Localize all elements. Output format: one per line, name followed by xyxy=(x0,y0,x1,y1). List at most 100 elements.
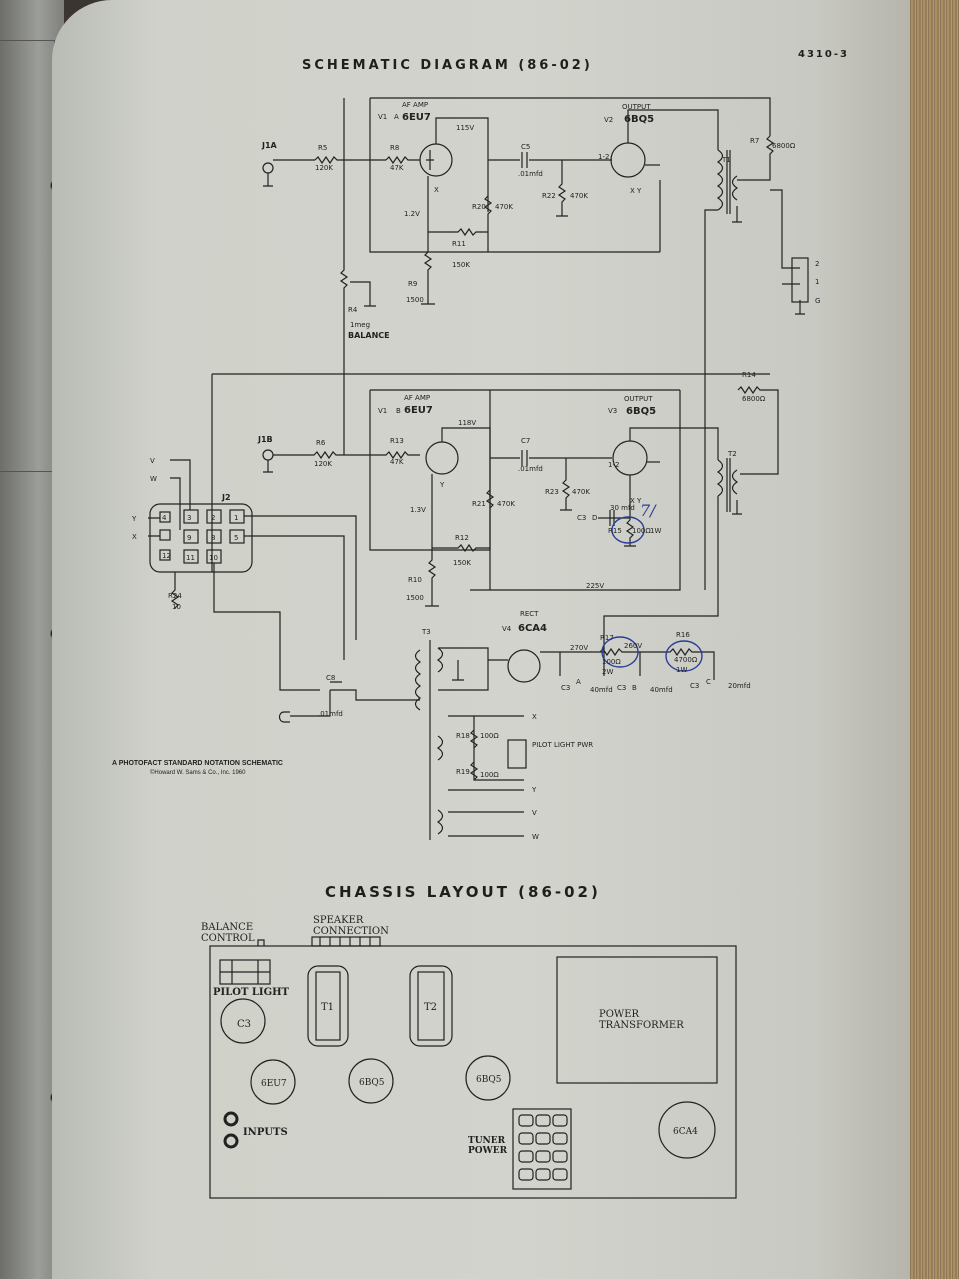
tube-6bq5-label-2: 6BQ5 xyxy=(476,1075,502,1085)
r7-value: 6800Ω xyxy=(772,142,796,150)
r15-rating: 1W xyxy=(650,527,661,535)
speaker-connection-block xyxy=(311,936,381,947)
r23-id: R23 xyxy=(545,488,559,496)
tube-6bq5-label-1: 6BQ5 xyxy=(359,1078,385,1088)
voltage-270v: 270V xyxy=(570,644,588,652)
r4-value: 1meg xyxy=(350,321,370,329)
r6-id: R6 xyxy=(316,439,326,447)
t1-chassis-label: T1 xyxy=(321,1002,334,1013)
j1b-jack xyxy=(262,449,274,461)
j1a-label: J1A xyxy=(261,141,278,150)
j2-pin-3: 3 xyxy=(187,514,191,522)
j2-pin-8: 8 xyxy=(211,534,215,542)
v3-role: OUTPUT xyxy=(624,395,653,403)
j2-v-label: V xyxy=(150,457,155,465)
c3a-value: 40mfd xyxy=(590,686,613,694)
r11-id: R11 xyxy=(452,240,466,248)
c3b-value: 40mfd xyxy=(650,686,673,694)
r24-id: R24 xyxy=(168,592,182,600)
r15-id: R15 xyxy=(608,527,622,535)
v3-pin-1-2: 1-2 xyxy=(608,461,619,469)
speaker-terminal-1: 1 xyxy=(815,278,819,286)
r18-r19-resistors xyxy=(469,729,479,781)
j2-pin-4: 4 xyxy=(162,514,167,522)
c3a-suffix: A xyxy=(576,678,581,686)
c3-label: C3 xyxy=(237,1019,251,1030)
r19-id: R19 xyxy=(456,768,470,776)
tube-socket-6ca4 xyxy=(658,1101,716,1159)
v4-role: RECT xyxy=(520,610,539,618)
r16-value: 4700Ω xyxy=(674,656,698,664)
r21-resistor xyxy=(485,489,495,509)
voltage-1-3v: 1.3V xyxy=(410,506,426,514)
r23-resistor xyxy=(560,458,572,511)
r15-resistor xyxy=(624,519,636,547)
tube-socket-6bq5-2 xyxy=(465,1055,511,1101)
ink-circle-r16 xyxy=(665,640,703,672)
balance-control-shaft xyxy=(257,939,265,946)
r10-value: 1500 xyxy=(406,594,424,602)
t1-label: T1 xyxy=(721,156,731,164)
notation-caption: A PHOTOFACT STANDARD NOTATION SCHEMATIC xyxy=(112,760,283,767)
v3-id: V3 xyxy=(608,407,617,415)
ps-y-label: Y xyxy=(531,786,537,794)
ps-v-label: V xyxy=(532,809,537,817)
r6-r13-resistors xyxy=(273,450,420,460)
v1a-type: 6EU7 xyxy=(402,112,431,123)
schematic-title: SCHEMATIC DIAGRAM (86-02) xyxy=(302,58,593,73)
v4-type: 6CA4 xyxy=(518,623,547,634)
v1b-role: AF AMP xyxy=(404,394,430,402)
power-transformer-outline xyxy=(556,956,718,1084)
power-transformer-label: POWER TRANSFORMER xyxy=(599,1009,684,1031)
j2-label: J2 xyxy=(221,493,231,502)
r5-resistor xyxy=(314,155,386,165)
r19-value: 100Ω xyxy=(480,771,499,779)
chassis-outline xyxy=(209,945,737,1199)
voltage-225v: 225V xyxy=(586,582,604,590)
r12-resistor xyxy=(432,543,490,553)
c3c-value: 20mfd xyxy=(728,682,751,690)
c5-id: C5 xyxy=(521,143,530,151)
r21-value: 470K xyxy=(497,500,515,508)
c7-value: .01mfd xyxy=(518,465,543,473)
r16-rating: 1W xyxy=(676,666,687,674)
ink-circle-r15 xyxy=(611,516,645,544)
c3b-id: C3 xyxy=(617,684,626,692)
r7-id: R7 xyxy=(750,137,759,145)
j1b-label: J1B xyxy=(257,435,273,444)
r9-id: R9 xyxy=(408,280,417,288)
r8-value: 47K xyxy=(390,164,404,172)
v4-rectifier-tube xyxy=(507,649,541,683)
book-page-edges xyxy=(910,0,959,1279)
power-supply xyxy=(278,640,715,840)
c5-value: .01mfd xyxy=(518,170,543,178)
j2-pin-11: 11 xyxy=(186,554,195,562)
v4-id: V4 xyxy=(502,625,512,633)
balance-label: BALANCE xyxy=(348,331,390,340)
r14-value: 6800Ω xyxy=(742,395,766,403)
c3d-id: C3 xyxy=(577,514,586,522)
j2-pin-12: 12 xyxy=(162,552,171,560)
tuner-power-label: TUNER POWER xyxy=(468,1136,508,1156)
r9-resistor xyxy=(421,176,435,305)
c5-capacitor xyxy=(488,152,612,168)
j2-pin-1: 1 xyxy=(234,514,238,522)
handwritten-note: 7/ xyxy=(640,501,657,520)
r23-value: 470K xyxy=(572,488,590,496)
c8-value: .01mfd xyxy=(318,710,343,718)
r15-value: 100Ω xyxy=(632,527,651,535)
v2-tube xyxy=(610,142,646,178)
r18-id: R18 xyxy=(456,732,470,740)
r20-id: R20 xyxy=(472,203,486,211)
c3d-suffix: D xyxy=(592,514,597,522)
j2-pin-5: 5 xyxy=(234,534,238,542)
v2-id: V2 xyxy=(604,116,613,124)
r5-id: R5 xyxy=(318,144,327,152)
input-jack-1 xyxy=(223,1111,239,1127)
line-cord-plug xyxy=(278,711,290,723)
chassis-title: CHASSIS LAYOUT (86-02) xyxy=(325,883,601,901)
v2-xy-label: X Y xyxy=(630,187,642,195)
chassis-layout: C3 T1 T2 PILOT LIGHT 6EU7 6BQ5 6BQ5 6CA4… xyxy=(209,936,737,1199)
r10-id: R10 xyxy=(408,576,422,584)
r17-id: R17 xyxy=(600,634,614,642)
